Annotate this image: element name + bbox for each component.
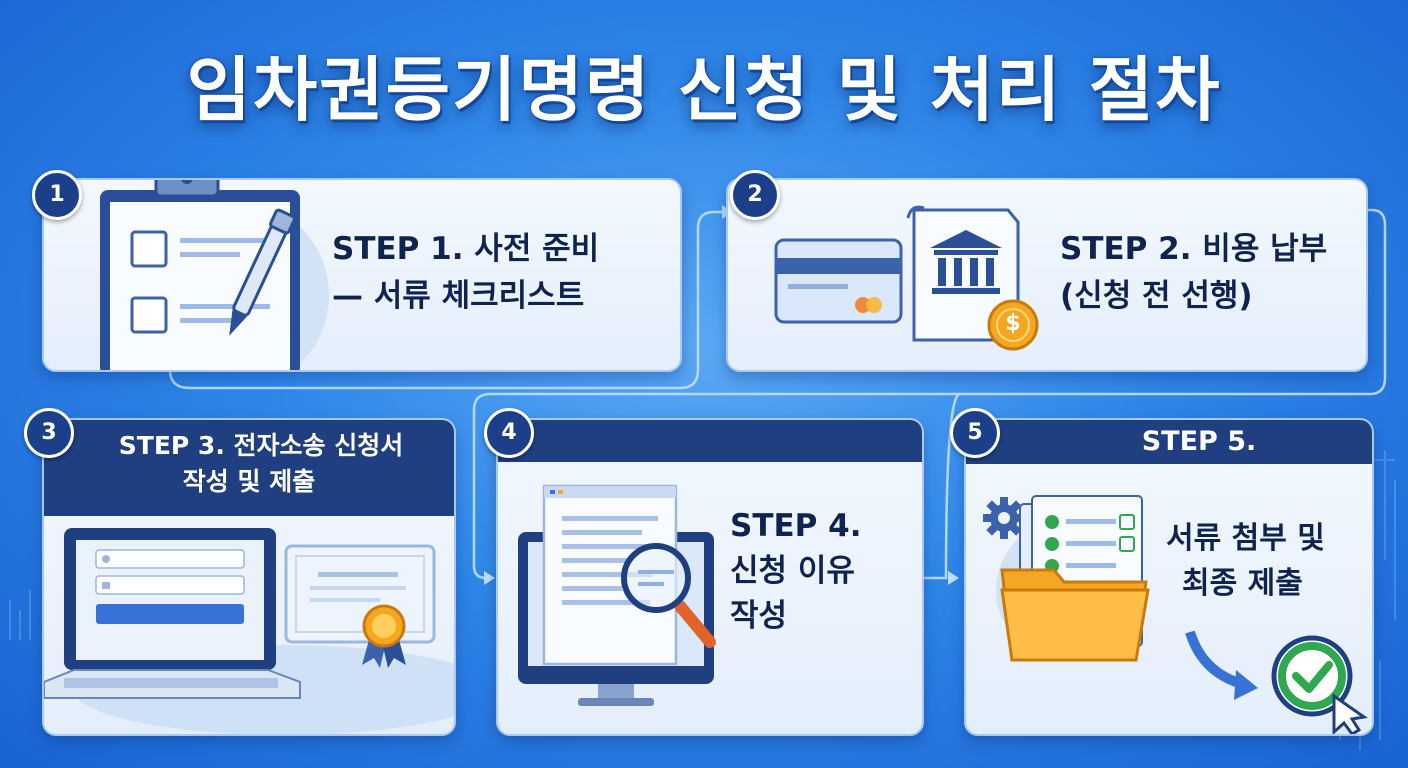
step-5-header: STEP 5. — [966, 420, 1372, 464]
credit-card-icon — [774, 238, 903, 324]
step-1-badge: 1 — [32, 170, 82, 220]
step-2-line-2: (신청 전 선행) — [1060, 277, 1253, 314]
step-1-line-2: — 서류 체크리스트 — [332, 277, 585, 314]
step-5-line-1: 서류 첨부 및 — [1166, 521, 1325, 556]
step-4-header — [498, 420, 922, 462]
step-3-header: STEP 3. 전자소송 신청서 작성 및 제출 — [44, 420, 454, 516]
step-3-line-1: STEP 3. 전자소송 신청서 — [118, 431, 404, 460]
step-5-header-label: STEP 5. — [1141, 426, 1257, 457]
step-5-badge: 5 — [950, 408, 1000, 458]
step-4-label: STEP 4. 신청 이유 작성 — [730, 504, 862, 639]
step-4-line-2: 신청 이유 — [730, 552, 855, 589]
cursor-icon — [1332, 693, 1368, 734]
clipboard-icon — [100, 180, 329, 370]
coin-icon — [987, 299, 1039, 351]
step-1-line-1: STEP 1. 사전 준비 — [332, 231, 600, 267]
laptop-icon — [44, 528, 454, 734]
step-5-line-2: 최종 제출 — [1182, 566, 1303, 601]
page-title: 임차권등기명령 신청 및 처리 절차 — [186, 49, 1222, 131]
gear-icon — [983, 497, 1025, 539]
step-4-line-1: STEP 4. — [730, 508, 862, 544]
check-circle-icon — [1185, 630, 1353, 717]
step-5-card: STEP 5. — [964, 418, 1374, 736]
document-icon — [542, 484, 678, 666]
step-1-card: STEP 1. 사전 준비 — 서류 체크리스트 — [42, 178, 682, 372]
step-3-card: STEP 3. 전자소송 신청서 작성 및 제출 — [42, 418, 456, 736]
step-3-line-2: 작성 및 제출 — [182, 467, 316, 497]
step-1-label: STEP 1. 사전 준비 — 서류 체크리스트 — [332, 226, 599, 319]
folder-icon — [996, 495, 1150, 662]
step-4-line-3: 작성 — [730, 597, 788, 634]
pen-icon — [229, 208, 296, 336]
step-4-badge: 4 — [484, 408, 534, 458]
bank-icon — [906, 205, 1020, 342]
step-3-badge: 3 — [24, 408, 74, 458]
step-2-label: STEP 2. 비용 납부 (신청 전 선행) — [1060, 226, 1327, 319]
magnifier-icon — [621, 543, 716, 648]
step-5-label: 서류 첨부 및 최종 제출 — [1166, 516, 1325, 606]
certificate-icon — [284, 544, 436, 668]
step-2-card: $ STEP 2. 비용 납부 (신청 전 선행) — [726, 178, 1368, 372]
step-2-line-1: STEP 2. 비용 납부 — [1060, 231, 1328, 267]
step-2-badge: 2 — [730, 170, 780, 220]
step-4-card: STEP 4. 신청 이유 작성 — [496, 418, 924, 736]
coin-symbol: $ — [1005, 311, 1021, 336]
